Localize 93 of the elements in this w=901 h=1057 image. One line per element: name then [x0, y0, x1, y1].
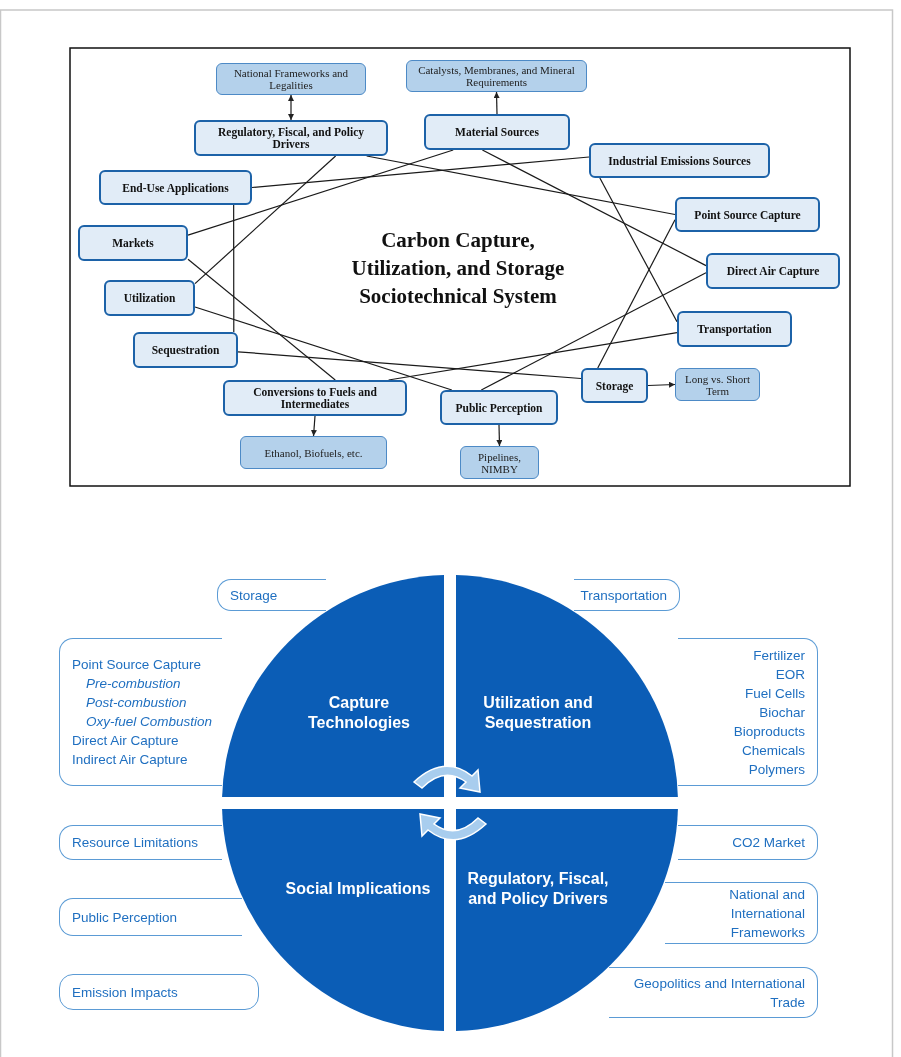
node-label: Catalysts, Membranes, and Mineral Requirements: [417, 64, 576, 88]
connector-line: [187, 258, 336, 381]
node-label: Geopolitics and International Trade: [632, 974, 805, 1012]
node-label: Long vs. Short Term: [683, 372, 752, 397]
node-label: Chemicals: [741, 741, 805, 760]
node-label: Resource Limitations: [72, 834, 199, 852]
topic-box: [573, 579, 680, 611]
node-label: Polymers: [748, 760, 805, 779]
node-label: CO2 Market: [732, 834, 805, 852]
connector-line: [194, 306, 453, 391]
node-label: Storage: [595, 379, 634, 392]
topic-box: [609, 967, 818, 1018]
node-label: Pipelines, NIMBY: [476, 450, 523, 475]
node-label: Biochar: [759, 703, 805, 722]
connector-line: [480, 272, 707, 391]
node-label: Industrial Emissions Sources: [608, 154, 751, 167]
quadrant-segment: [222, 809, 444, 1031]
quadrant-label: Capture Technologies: [307, 693, 411, 733]
node-label: Direct Air Capture: [726, 265, 820, 277]
quadrant-segment: [456, 575, 678, 797]
diagram-title: Carbon Capture, Utilization, and Storage Sociotechnical System: [350, 227, 566, 310]
detail-box: [406, 60, 587, 92]
process-box: [440, 390, 558, 425]
process-box: [133, 332, 238, 368]
node-label: Direct Air Capture: [72, 732, 179, 750]
topic-box: [59, 638, 222, 786]
node-label: Indirect Air Capture: [72, 751, 188, 769]
connector-line: [599, 177, 678, 323]
arrow: [288, 94, 294, 121]
process-box: [677, 311, 792, 347]
node-label: Public Perception: [455, 401, 543, 414]
node-label: Ethanol, Biofuels, etc.: [264, 446, 363, 459]
connector-line: [233, 204, 235, 333]
node-label: Public Perception: [72, 908, 178, 927]
connector-line: [187, 149, 454, 236]
node-label: Sequestration: [151, 344, 220, 356]
connector-line: [597, 219, 676, 369]
node-label: End-Use Applications: [122, 181, 229, 194]
topic-box: [664, 882, 818, 944]
detail-box: [675, 368, 760, 401]
topic-box: [678, 638, 818, 786]
process-box: [99, 170, 252, 205]
process-box: [78, 225, 188, 261]
node-label: EOR: [775, 665, 805, 684]
process-box: [589, 143, 770, 178]
detail-box: [240, 436, 387, 469]
node-label: Storage: [230, 586, 278, 605]
process-box: [424, 114, 570, 150]
connector-line: [194, 155, 337, 285]
quadrant-label: Social Implications: [284, 879, 432, 899]
quadrant-segment: [222, 575, 444, 797]
node-label: Regulatory, Fiscal, and Policy Drivers: [217, 126, 365, 150]
process-box: [706, 253, 840, 289]
node-label: Conversions to Fuels and Intermediates: [252, 386, 378, 410]
node-label: Fuel Cells: [744, 684, 805, 703]
topic-box: [59, 825, 223, 860]
detail-box: [460, 446, 539, 479]
node-label: Post-combustion: [85, 694, 187, 712]
node-label: Material Sources: [455, 126, 539, 138]
node-label: Emission Impacts: [72, 983, 178, 1002]
connector-line: [251, 156, 590, 189]
quadrant-label: Regulatory, Fiscal, and Policy Drivers: [466, 869, 610, 909]
process-box: [194, 120, 388, 156]
connector-line: [366, 155, 676, 216]
arrow: [493, 91, 500, 115]
connector-line: [388, 332, 678, 381]
node-label: Markets: [112, 237, 154, 249]
node-label: Point Source Capture: [72, 656, 202, 674]
process-box: [104, 280, 195, 316]
node-label: National Frameworks and Legalities: [232, 67, 350, 91]
node-label: Transportation: [580, 586, 667, 605]
connector-line: [481, 149, 707, 267]
topic-box: [59, 898, 242, 936]
topic-box: [59, 974, 259, 1010]
node-label: Transportation: [697, 323, 772, 335]
node-label: Pre-combustion: [85, 675, 181, 693]
process-box: [675, 197, 820, 232]
process-box: [223, 380, 407, 416]
node-label: Fertilizer: [753, 646, 805, 665]
node-label: Bioproducts: [733, 722, 805, 741]
topic-box: [217, 579, 327, 611]
node-label: Oxy-fuel Combustion: [85, 713, 213, 731]
node-label: Point Source Capture: [694, 208, 801, 221]
connector-line: [237, 351, 582, 380]
arrow: [647, 381, 676, 388]
arrow: [496, 424, 503, 447]
arrow: [310, 415, 317, 437]
process-box: [581, 368, 648, 403]
node-label: Utilization: [123, 292, 176, 304]
node-label: National and International Frameworks: [728, 885, 805, 942]
quadrant-label: Utilization and Sequestration: [482, 693, 594, 733]
topic-box: [677, 825, 818, 860]
detail-box: [216, 63, 366, 95]
